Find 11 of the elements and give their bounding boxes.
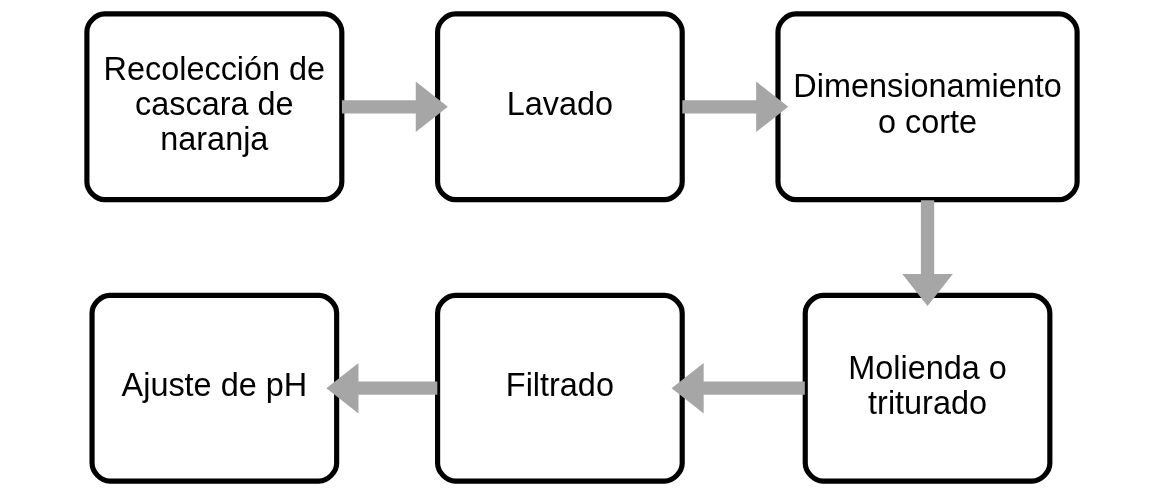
node-box: Lavado	[435, 11, 685, 203]
arrow	[341, 81, 448, 132]
arrow	[326, 362, 438, 414]
node-box: Ajuste de pH	[89, 292, 340, 484]
arrow	[682, 81, 789, 133]
node-box: Molienda o triturado	[802, 292, 1053, 484]
node-box: Recolección de cascara de naranja	[84, 11, 345, 203]
node-box: Dimensionamiento o corte	[775, 11, 1080, 203]
node-box: Filtrado	[435, 292, 685, 484]
arrow	[902, 200, 953, 307]
arrow	[671, 362, 805, 414]
